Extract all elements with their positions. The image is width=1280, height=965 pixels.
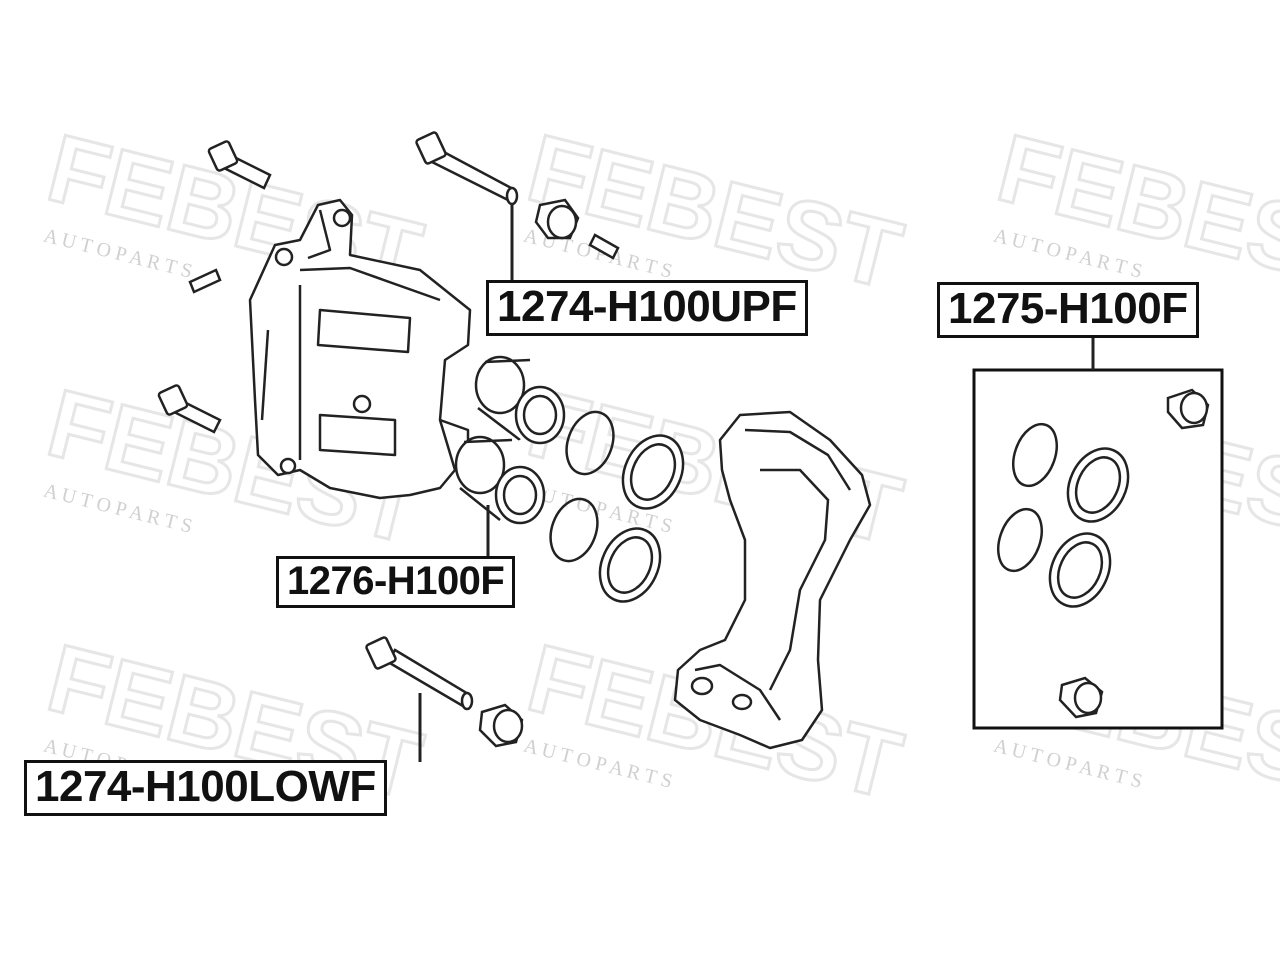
bleeder-screw xyxy=(188,233,620,294)
callout-1276-H100F: 1276-H100F xyxy=(276,556,516,608)
dust-boot-upper xyxy=(534,198,580,240)
guide-pin-bolt-lower xyxy=(365,636,474,711)
dust-seal-set-center xyxy=(598,434,685,603)
dust-boot-lower xyxy=(478,703,524,748)
piston-lower xyxy=(454,435,548,525)
callout-1275-H100F: 1275-H100F xyxy=(937,282,1199,338)
caliper-housing xyxy=(248,198,472,500)
caliper-bracket xyxy=(673,410,872,750)
seal-ring-set-center xyxy=(549,410,615,563)
bolt-mid-left xyxy=(157,384,222,434)
repair-kit-contents xyxy=(997,388,1210,719)
leader-lines xyxy=(418,204,1095,762)
bolt-top-left xyxy=(207,140,272,190)
callout-1274-H100UPF: 1274-H100UPF xyxy=(486,280,808,336)
guide-pin-bolt-upper xyxy=(415,131,519,206)
piston-upper xyxy=(474,355,566,445)
callout-1274-H100LOWF: 1274-H100LOWF xyxy=(24,760,387,816)
repair-kit-frame xyxy=(972,368,1224,730)
